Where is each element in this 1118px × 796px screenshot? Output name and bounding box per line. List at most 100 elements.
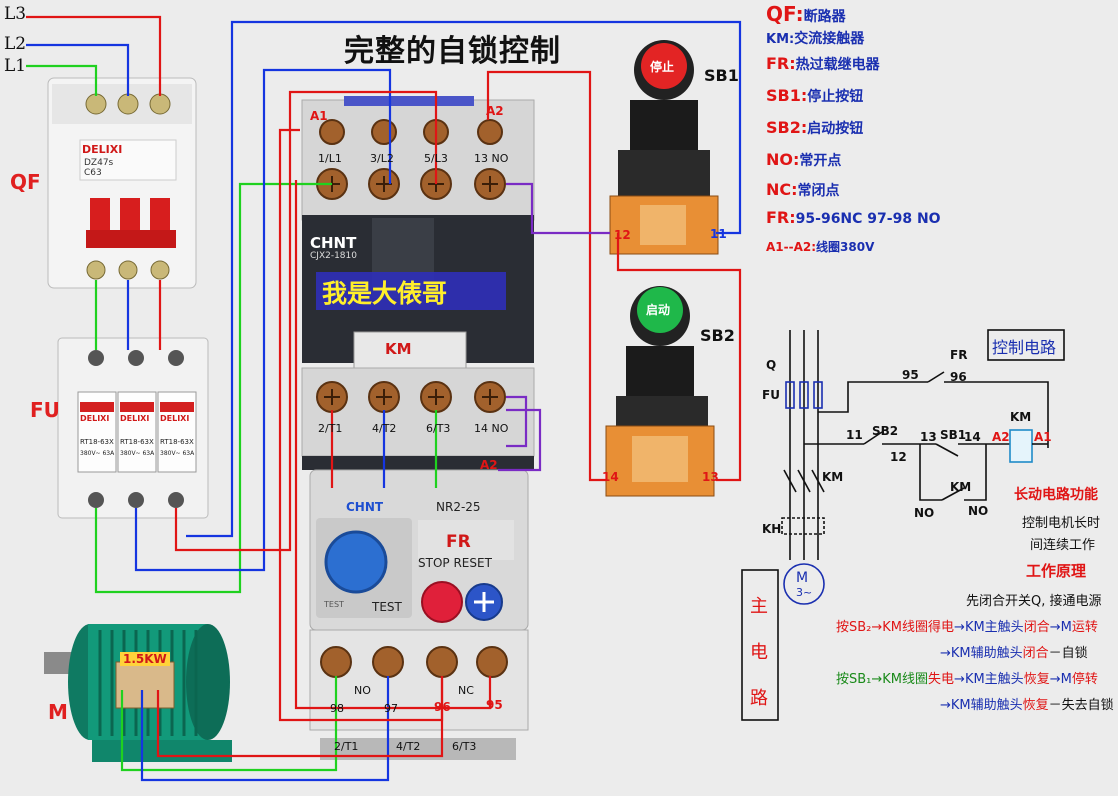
sch-fr: FR — [950, 348, 968, 362]
label-l1: L1 — [4, 56, 27, 76]
breaker-brand: DELIXI — [82, 143, 123, 156]
sch-q: Q — [766, 358, 777, 372]
sch-km-aux: KM — [950, 480, 972, 494]
fuse-brand-2: DELIXI — [120, 414, 150, 423]
sch-motor-sub: 3~ — [796, 586, 813, 599]
fuse-spec-1: 380V~ 63A — [80, 450, 115, 457]
km-top-term-3: 5/L3 — [424, 152, 448, 165]
sch-sb2: SB2 — [872, 424, 899, 438]
motor-power: 1.5KW — [120, 652, 170, 666]
km-bottom-term-4: 14 NO — [474, 422, 509, 435]
page-title: 完整的自锁控制 — [344, 34, 561, 69]
sch-a2: A2 — [992, 430, 1010, 444]
sch-no-2: NO — [968, 504, 989, 518]
contactor-a2-bottom: A2 — [480, 458, 498, 472]
breaker-model: DZ47s — [84, 158, 114, 168]
legend-row-coil: A1--A2:线圈380V — [766, 240, 875, 254]
sch-96: 96 — [950, 370, 967, 384]
step-3: 按SB₁→KM线圈失电→KM主触头恢复→M停转 — [836, 672, 1098, 687]
control-wires — [498, 182, 610, 472]
sch-fu: FU — [762, 388, 780, 402]
main-circuit-3: 路 — [750, 688, 768, 709]
step-2: →KM辅助触头闭合－自锁 — [940, 646, 1088, 661]
fuse-brand-1: DELIXI — [80, 414, 110, 423]
contactor-brand: CHNT — [310, 234, 357, 252]
overload-brand: CHNT — [346, 500, 384, 514]
overload-term-96: 96 — [434, 700, 451, 714]
step-4: →KM辅助触头恢复－失去自锁 — [940, 698, 1114, 713]
sch-no-1: NO — [914, 506, 935, 520]
power-wires — [26, 15, 742, 782]
legend-row-no: NO:常开点 — [766, 150, 842, 169]
legend-row-sb2: SB2:启动按钮 — [766, 118, 864, 137]
sb1-term-12: 12 — [614, 228, 631, 242]
sb2-term-13: 13 — [702, 470, 719, 484]
km-bottom-term-2: 4/T2 — [372, 422, 397, 435]
fuse-block — [57, 337, 209, 519]
breaker-rating: C63 — [84, 168, 102, 178]
sch-12: 12 — [890, 450, 907, 464]
fuse-model-2: RT18-63X — [120, 438, 154, 446]
func-title: 长动电路功能 — [1014, 487, 1098, 503]
overload-term-97: 97 — [384, 702, 398, 715]
main-circuit-2: 电 — [750, 642, 768, 663]
overload-term-98: 98 — [330, 702, 344, 715]
label-qf: QF — [10, 170, 41, 194]
sch-95: 95 — [902, 368, 919, 382]
fuse-model-3: RT18-63X — [160, 438, 194, 446]
sch-km: KM — [822, 470, 844, 484]
overload-test-small: TEST — [324, 600, 344, 609]
sch-14: 14 — [964, 430, 981, 444]
start-button-label: 启动 — [646, 303, 671, 317]
overload-stop-reset: STOP RESET — [418, 556, 492, 570]
label-fr: FR — [446, 532, 471, 552]
fuse-spec-2: 380V~ 63A — [120, 450, 155, 457]
fr-bottom-term-2: 4/T2 — [396, 740, 421, 753]
contactor-a2: A2 — [486, 104, 504, 118]
legend-row-km: KM:交流接触器 — [766, 31, 865, 47]
step-1: 按SB₂→KM线圈得电→KM主触头闭合→M运转 — [836, 620, 1098, 635]
watermark-text: 我是大俵哥 — [322, 279, 448, 308]
km-top-term-2: 3/L2 — [370, 152, 394, 165]
sch-kh: KH — [762, 522, 782, 536]
fr-bottom-term-3: 6/T3 — [452, 740, 477, 753]
km-top-term-1: 1/L1 — [318, 152, 342, 165]
label-sb2: SB2 — [700, 326, 735, 345]
label-l3: L3 — [4, 4, 27, 24]
stop-button-label: 停止 — [650, 60, 675, 74]
principle-title: 工作原理 — [1026, 562, 1087, 580]
sb1-term-11: 11 — [710, 227, 727, 241]
km-bottom-term-3: 6/T3 — [426, 422, 451, 435]
func-line-1: 控制电机长时 — [1022, 516, 1101, 531]
fr-bottom-term-1: 2/T1 — [334, 740, 359, 753]
motor — [44, 624, 232, 762]
overload-term-95: 95 — [486, 698, 503, 712]
legend: QF:断路器 KM:交流接触器 FR:热过载继电器 SB1:停止按钮 SB2:启… — [766, 2, 941, 260]
fuse-spec-3: 380V~ 63A — [160, 450, 195, 457]
legend-row-sb1: SB1:停止按钮 — [766, 86, 864, 105]
legend-row-fr: FR:热过载继电器 — [766, 54, 880, 73]
km-bottom-term-1: 2/T1 — [318, 422, 343, 435]
contactor-a1: A1 — [310, 109, 328, 123]
circuit-breaker — [47, 77, 197, 289]
contactor-model: CJX2-1810 — [310, 251, 357, 261]
step-0: 先闭合开关Q, 接通电源 — [966, 594, 1102, 609]
fuse-model-1: RT18-63X — [80, 438, 114, 446]
overload-relay — [309, 469, 529, 760]
sch-11: 11 — [846, 428, 863, 442]
overload-test: TEST — [372, 600, 402, 614]
legend-row-qf: QF:断路器 — [766, 2, 846, 26]
schematic-graphics — [741, 329, 1065, 721]
sch-sb1: SB1 — [940, 428, 967, 442]
label-m: M — [48, 700, 68, 724]
sb2-term-14: 14 — [602, 470, 619, 484]
overload-no: NO — [354, 684, 371, 697]
contactor — [301, 96, 535, 470]
control-circuit-label: 控制电路 — [992, 338, 1057, 357]
sch-motor: M — [796, 570, 809, 586]
main-circuit-1: 主 — [750, 596, 768, 617]
label-km: KM — [385, 340, 412, 358]
start-button-body — [605, 286, 715, 497]
